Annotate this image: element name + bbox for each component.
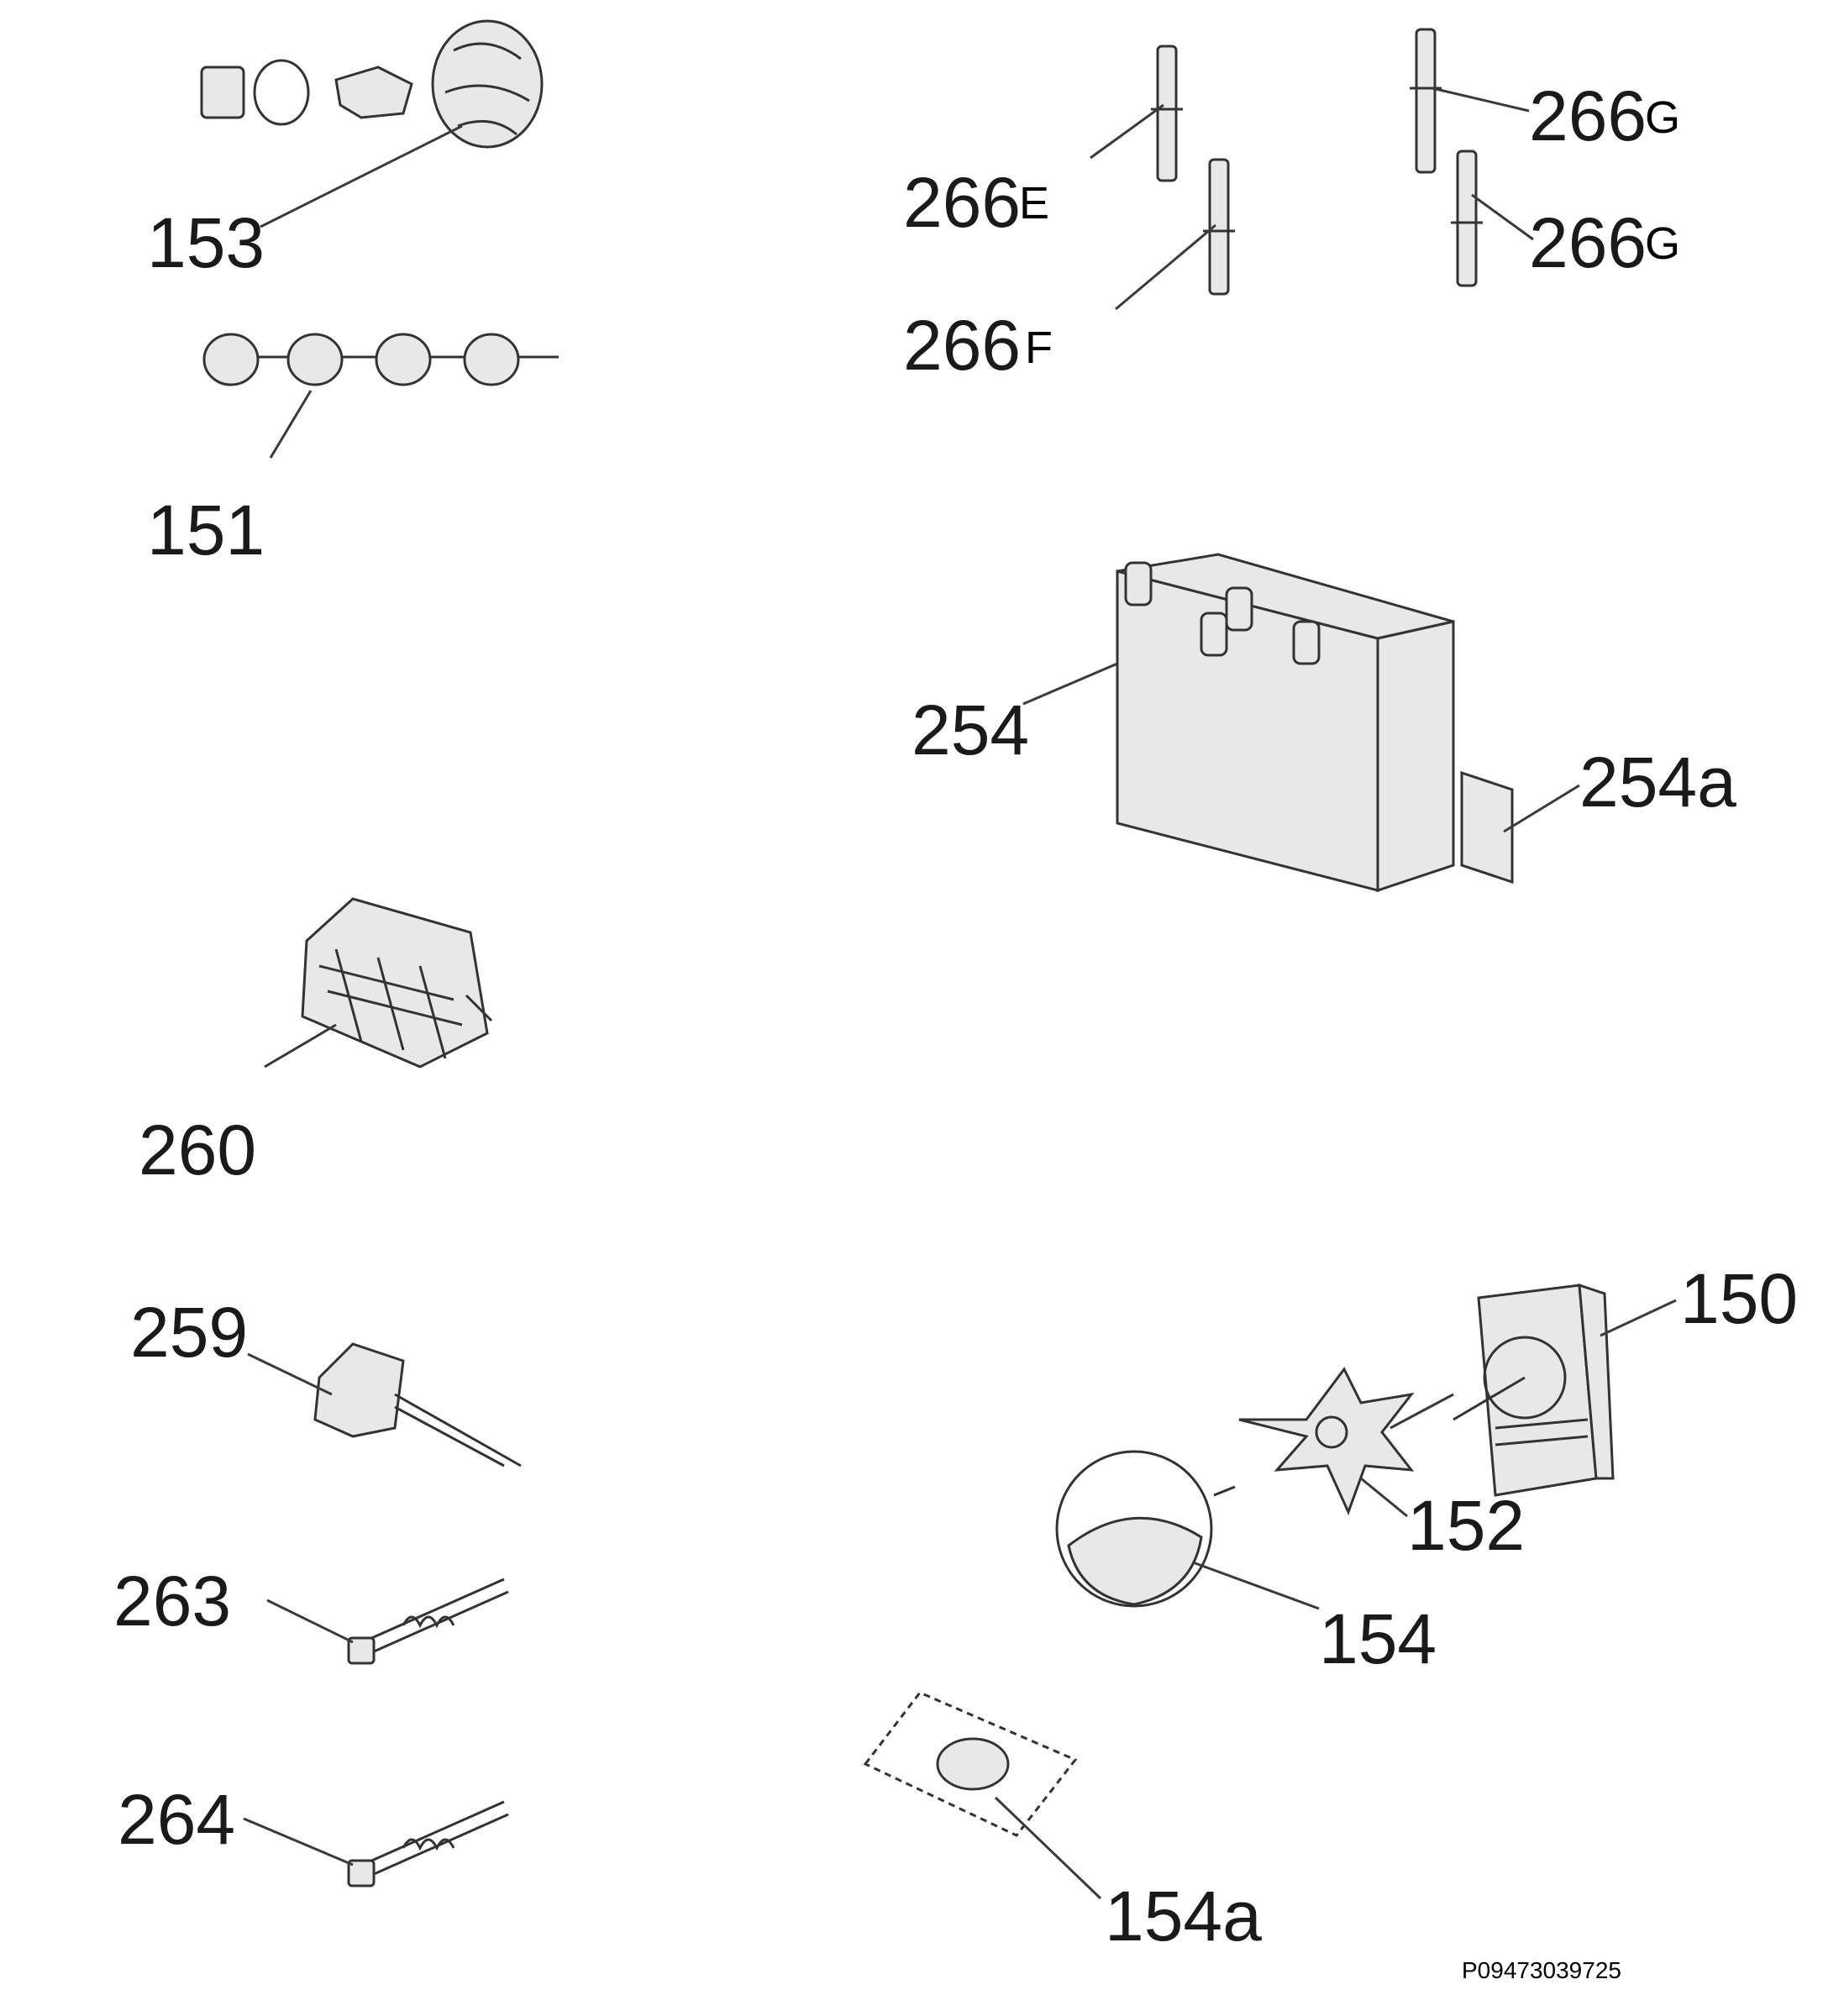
label-151: 151: [147, 491, 265, 570]
leader-266f: [1115, 223, 1216, 311]
leader-266e: [1090, 103, 1164, 160]
part-266f-electrode-drawing: [1203, 158, 1235, 296]
part-260-switch-drawing: [301, 897, 493, 1068]
leader-152: [1360, 1477, 1408, 1518]
part-150-motor-drawing: [1453, 1283, 1615, 1497]
label-260: 260: [139, 1110, 256, 1189]
label-254: 254: [912, 690, 1029, 769]
part-263-connector-drawing: [347, 1578, 509, 1665]
part-153-knob-drawing: [200, 19, 544, 149]
part-259-thermostat-drawing: [313, 1342, 522, 1467]
label-254a: 254a: [1579, 743, 1736, 822]
leader-263: [266, 1599, 354, 1644]
label-266f: 266: [903, 306, 1021, 385]
label-266e: 266: [903, 163, 1021, 242]
part-154a-filter-drawing: [863, 1691, 1078, 1837]
part-154-cover-drawing: [1055, 1450, 1236, 1608]
part-264-connector-drawing: [347, 1800, 509, 1887]
part-266g1-electrode-drawing: [1410, 28, 1442, 174]
part-152-fan-drawing: [1238, 1367, 1415, 1515]
part-266g2-electrode-drawing: [1451, 150, 1483, 287]
label-154: 154: [1319, 1599, 1437, 1678]
leader-152-shaft: [1390, 1393, 1454, 1430]
part-151-chain-drawing: [202, 333, 559, 386]
label-150: 150: [1680, 1259, 1798, 1338]
label-264: 264: [118, 1780, 235, 1859]
part-254-generator-drawing: [1116, 553, 1514, 893]
label-266e-suffix: E: [1019, 178, 1049, 228]
leader-266g2: [1471, 193, 1534, 241]
label-266g1-suffix: G: [1645, 92, 1680, 143]
label-263: 263: [113, 1562, 231, 1641]
label-266g2-suffix: G: [1645, 218, 1680, 269]
leader-254a: [1503, 784, 1580, 833]
leader-154a: [994, 1796, 1102, 1900]
leader-150: [1600, 1299, 1677, 1337]
label-259: 259: [130, 1293, 248, 1372]
reference-code: P09473039725: [1462, 1957, 1621, 1983]
label-266g2: 266: [1529, 203, 1647, 282]
label-266g1: 266: [1529, 76, 1647, 155]
leader-154: [1192, 1561, 1320, 1610]
leader-254: [1022, 662, 1118, 706]
leader-264: [243, 1817, 354, 1866]
label-266f-suffix: F: [1025, 323, 1053, 373]
leader-153: [260, 124, 463, 228]
label-154a: 154a: [1105, 1877, 1262, 1956]
leader-260: [264, 1023, 337, 1068]
leader-259: [247, 1352, 333, 1396]
leader-266g1: [1432, 87, 1530, 113]
label-152: 152: [1407, 1486, 1525, 1565]
label-153: 153: [147, 203, 265, 282]
leader-151: [269, 390, 313, 459]
part-266e-electrode-drawing: [1151, 45, 1183, 182]
